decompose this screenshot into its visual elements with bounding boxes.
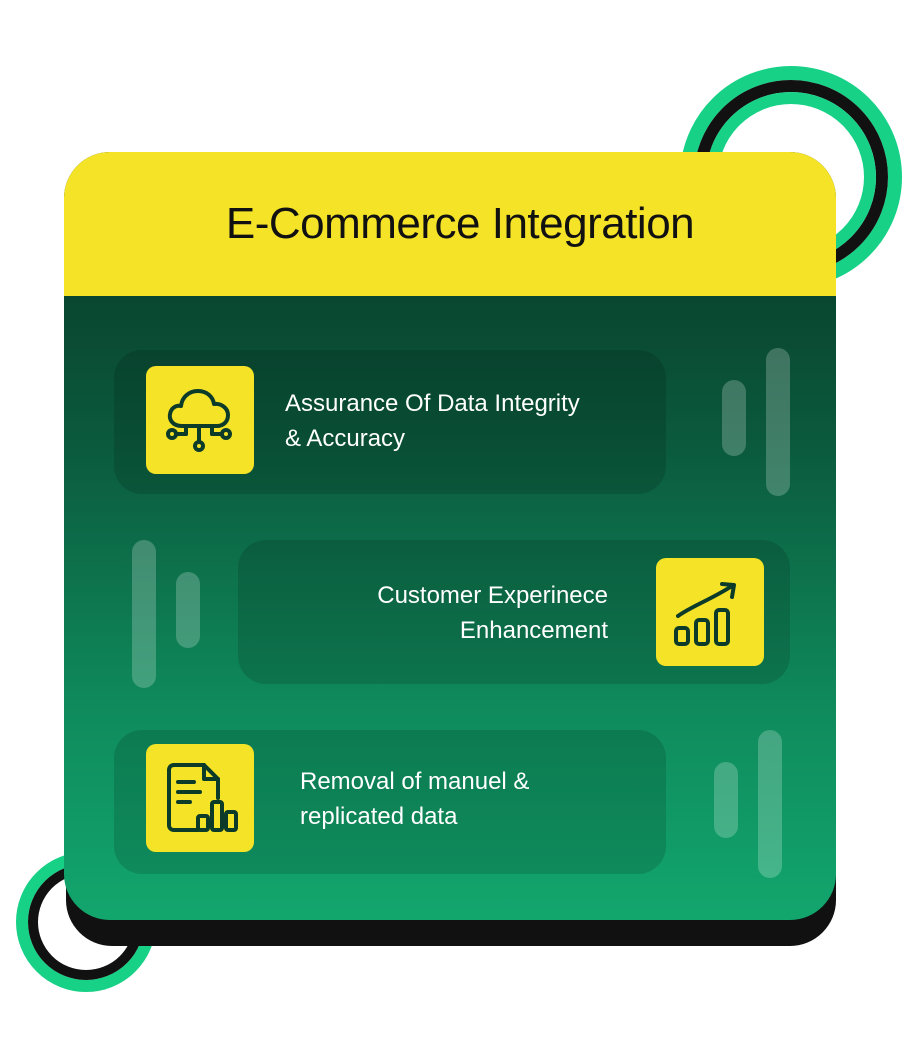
card-header: E-Commerce Integration bbox=[64, 152, 836, 296]
feature-icon-box bbox=[146, 744, 254, 852]
decorative-bar bbox=[176, 572, 200, 648]
feature-label-line2: Enhancement bbox=[459, 617, 608, 644]
document-chart-icon bbox=[167, 763, 238, 832]
decorative-bar bbox=[766, 348, 790, 496]
cloud-network-icon bbox=[166, 389, 232, 452]
integration-card: E-Commerce Integration Assurance Of Data… bbox=[64, 152, 836, 920]
decorative-bar bbox=[714, 762, 738, 838]
decorative-bar bbox=[132, 540, 156, 688]
feature-row-data-integrity: Assurance Of Data Integrity & Accuracy bbox=[114, 350, 666, 494]
page-title: E-Commerce Integration bbox=[225, 199, 695, 248]
decorative-bar bbox=[758, 730, 782, 878]
feature-icon-box bbox=[656, 558, 764, 666]
feature-label-line2: replicated data bbox=[300, 803, 458, 830]
feature-row-customer-experience: Customer Experinece Enhancement bbox=[238, 540, 790, 684]
feature-label: Customer Experinece Enhancement bbox=[377, 578, 608, 648]
feature-label-line1: Assurance Of Data Integrity bbox=[285, 390, 580, 417]
feature-label-line2: & Accuracy bbox=[285, 425, 406, 452]
feature-label: Assurance Of Data Integrity & Accuracy bbox=[285, 386, 580, 456]
feature-label-line1: Removal of manuel & bbox=[300, 768, 530, 795]
feature-label: Removal of manuel & replicated data bbox=[300, 764, 529, 834]
feature-row-data-removal: Removal of manuel & replicated data bbox=[114, 730, 666, 874]
feature-label-line1: Customer Experinece bbox=[377, 582, 608, 609]
feature-icon-box bbox=[146, 366, 254, 474]
decorative-bar bbox=[722, 380, 746, 456]
growth-chart-icon bbox=[674, 582, 736, 646]
